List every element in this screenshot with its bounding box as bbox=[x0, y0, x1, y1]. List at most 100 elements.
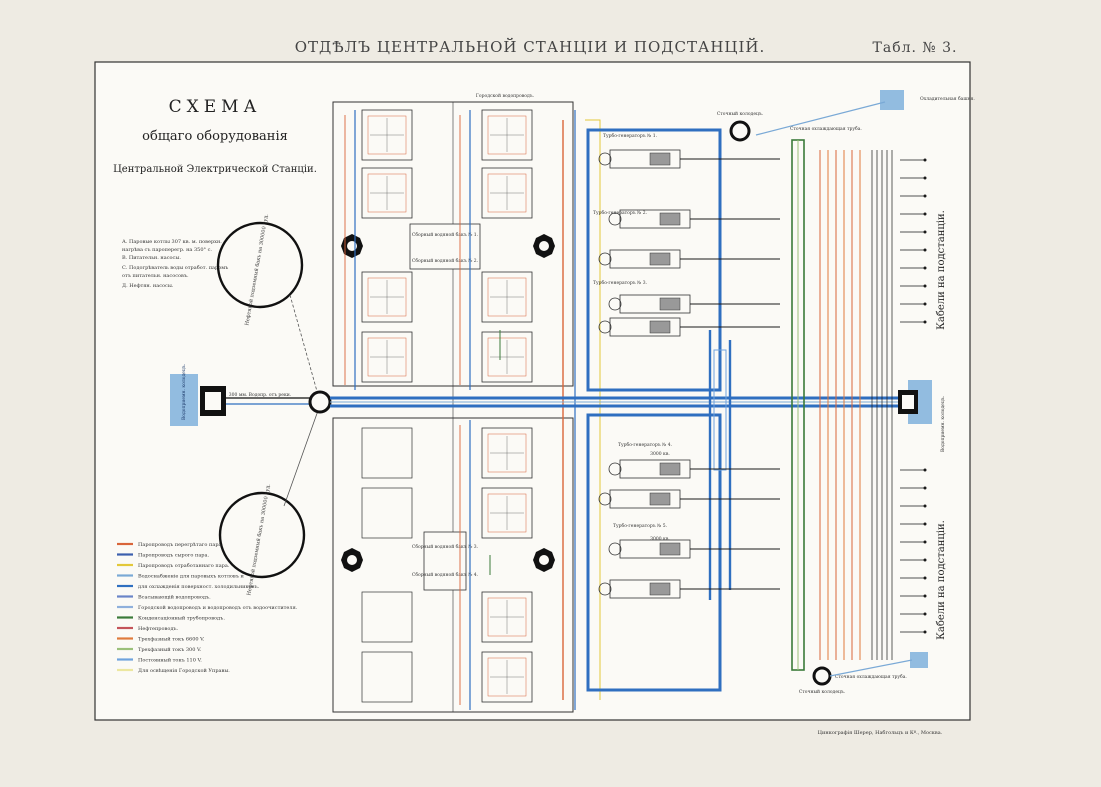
legend-entry: Для освѣщенія Городской Управы. bbox=[117, 667, 230, 674]
boiler-units bbox=[361, 109, 533, 703]
boiler-house: Сборный водяной бакъ № 1. Сборный водяно… bbox=[332, 93, 574, 713]
cooling-pipe-bottom: Сточная охлаждающая труба. bbox=[835, 673, 907, 680]
tg2-label: Турбо-генераторъ № 2. bbox=[593, 209, 648, 216]
equipment-legend: А. Паровые котлы 307 кв. м. поверхн. наг… bbox=[122, 239, 228, 289]
legend-entry: Паропроводъ сырого пара. bbox=[117, 552, 209, 558]
legend-label: Для освѣщенія Городской Управы. bbox=[138, 667, 230, 674]
boiler-bay-empty bbox=[361, 651, 413, 703]
condensation-column bbox=[791, 139, 805, 671]
turbine-unit bbox=[608, 539, 780, 559]
main-water-pipe: 300 мм. Водопр. отъ реки. bbox=[200, 386, 900, 416]
printer-credit: Цинкографія Шерер, Набгольцъ и Кº., Моск… bbox=[818, 729, 943, 736]
legend-entry: Паропроводъ перегрѣтаго пара. bbox=[117, 541, 224, 548]
page-header-table: Табл. № 3. bbox=[873, 40, 958, 56]
boiler-unit bbox=[481, 109, 533, 161]
diagram-frame bbox=[94, 61, 971, 721]
legend-label: Постоянный токъ 110 V. bbox=[138, 657, 202, 663]
legend-abc-line: С. Подогрѣватель воды отработ. паромъ bbox=[122, 264, 228, 271]
tg1-label: Турбо-генераторъ № 1. bbox=[603, 132, 658, 139]
turbine-unit bbox=[598, 317, 780, 337]
main-pipe-label: 300 мм. Водопр. отъ реки. bbox=[229, 392, 292, 398]
cables-top-label: Кабели на подстанціи. bbox=[936, 210, 947, 330]
boiler-unit bbox=[481, 271, 533, 323]
boiler-piping bbox=[344, 110, 601, 710]
boiler-bay-empty bbox=[361, 591, 413, 643]
legend-entry: Паропроводъ отработаннаго пара. bbox=[117, 562, 230, 569]
scheme-subtitle-2: Центральной Электрической Станціи. bbox=[113, 164, 317, 175]
boiler-unit bbox=[361, 167, 413, 219]
boiler-unit bbox=[361, 109, 413, 161]
cooling-tower-label: Охладительная башня. bbox=[920, 95, 975, 102]
cooling-pipe-top: Сточная охлаждающая труба. bbox=[790, 125, 862, 132]
turbine-unit bbox=[598, 249, 780, 269]
turbine-unit bbox=[608, 209, 780, 229]
cooling-tower-icon: Охладительная башня. bbox=[880, 90, 975, 110]
legend-abc-line: Д. Нефтян. насосы. bbox=[122, 282, 174, 289]
legend-label: Городской водопроводъ и водопроводъ отъ … bbox=[138, 605, 298, 611]
sump-well-top: Сточный колодецъ. bbox=[717, 111, 764, 142]
tg4-power: 3000 кв. bbox=[650, 451, 670, 457]
turbine-units bbox=[598, 149, 780, 599]
sump-top-label: Сточный колодецъ. bbox=[717, 111, 764, 117]
legend-label: для охлажденія поверхност. холодильников… bbox=[138, 584, 260, 590]
legend-entry: для охлажденія поверхност. холодильников… bbox=[117, 584, 260, 590]
boiler-unit bbox=[481, 167, 533, 219]
legend-entry: Всасывающій водопроводъ. bbox=[117, 594, 211, 600]
boiler-unit bbox=[361, 271, 413, 323]
legend-label: Всасывающій водопроводъ. bbox=[138, 594, 211, 600]
legend-entry: Водоснабженіе для паровыхъ котловъ и bbox=[117, 572, 245, 579]
legend-abc-line: отъ питательн. насосовъ. bbox=[122, 273, 189, 279]
collector-tank-4: Сборный водяной бакъ № 4. bbox=[412, 571, 479, 578]
legend-label: Трехфазный токъ 300 V. bbox=[138, 646, 202, 653]
city-water-label: Городской водопроводъ. bbox=[476, 93, 535, 99]
legend-entry: Конденсаціонный трубопроводъ. bbox=[117, 614, 225, 621]
sump-bottom-label: Сточный колодецъ. bbox=[799, 689, 846, 695]
turbine-hall: Турбо-генераторъ № 1. Турбо-генераторъ №… bbox=[586, 128, 780, 692]
river-left-label: Водоприемн. колодецъ. bbox=[181, 363, 187, 420]
turbine-unit bbox=[608, 294, 780, 314]
tg4-label: Турбо-генераторъ № 4. bbox=[618, 441, 673, 448]
legend-abc-line: А. Паровые котлы 307 кв. м. поверхн. bbox=[122, 239, 222, 245]
tg5-label: Турбо-генераторъ № 5. bbox=[613, 522, 668, 529]
boiler-bay-empty bbox=[361, 487, 413, 539]
chimney-icon bbox=[341, 548, 363, 572]
legend-label: Трехфазный токъ 6600 V. bbox=[138, 635, 205, 642]
legend-abc-line: нагрѣва съ пароперегр. на 350° с. bbox=[122, 246, 212, 253]
boiler-unit bbox=[481, 487, 533, 539]
legend-label: Паропроводъ отработаннаго пара. bbox=[138, 562, 230, 569]
boiler-bay-empty bbox=[361, 427, 413, 479]
legend-entry: Постоянный токъ 110 V. bbox=[117, 657, 202, 663]
boiler-unit bbox=[361, 331, 413, 383]
river-right-label: Водоприемн. колодецъ. bbox=[940, 395, 946, 452]
turbine-unit bbox=[598, 149, 780, 169]
river-well-right: Водоприемн. колодецъ. bbox=[898, 380, 946, 452]
scheme-title: СХЕМА bbox=[169, 97, 262, 117]
collector-tank-2: Сборный водяной бакъ № 2. bbox=[412, 257, 479, 264]
legend-label: Паропроводъ перегрѣтаго пара. bbox=[138, 541, 224, 548]
legend-label: Конденсаціонный трубопроводъ. bbox=[138, 614, 225, 621]
turbine-unit bbox=[608, 459, 780, 479]
scheme-subtitle: общаго оборудованія bbox=[142, 129, 288, 144]
chimney-icon bbox=[533, 234, 555, 258]
river-well-left: Водоприемн. колодецъ. bbox=[170, 363, 198, 426]
collector-tank-1: Сборный водяной бакъ № 1. bbox=[412, 231, 479, 238]
legend-abc-line: В. Питательн. насосы. bbox=[122, 255, 181, 261]
tg5-power: 3000 кв. bbox=[650, 536, 670, 542]
boiler-unit bbox=[481, 591, 533, 643]
collector-tank-3: Сборный водяной бакъ № 3. bbox=[412, 543, 479, 550]
outfall-well-icon bbox=[910, 652, 928, 668]
legend-entry: Городской водопроводъ и водопроводъ отъ … bbox=[117, 605, 298, 611]
page-header-title: ОТДѢЛЪ ЦЕНТРАЛЬНОЙ СТАНЦІИ И ПОДСТАНЦІЙ. bbox=[295, 37, 766, 56]
tg3-label: Турбо-генераторъ № 3. bbox=[593, 279, 648, 286]
line-legend: Паропроводъ перегрѣтаго пара. Паропроводъ… bbox=[117, 541, 298, 674]
legend-label: Водоснабженіе для паровыхъ котловъ и bbox=[138, 572, 245, 579]
legend-entry: Трехфазный токъ 6600 V. bbox=[117, 635, 205, 642]
cable-field bbox=[819, 150, 927, 660]
legend-label: Паропроводъ сырого пара. bbox=[138, 552, 209, 558]
turbine-unit bbox=[598, 489, 780, 509]
chimney-icon bbox=[533, 548, 555, 572]
legend-label: Нефтепроводъ. bbox=[138, 625, 179, 632]
boiler-unit bbox=[481, 331, 533, 383]
